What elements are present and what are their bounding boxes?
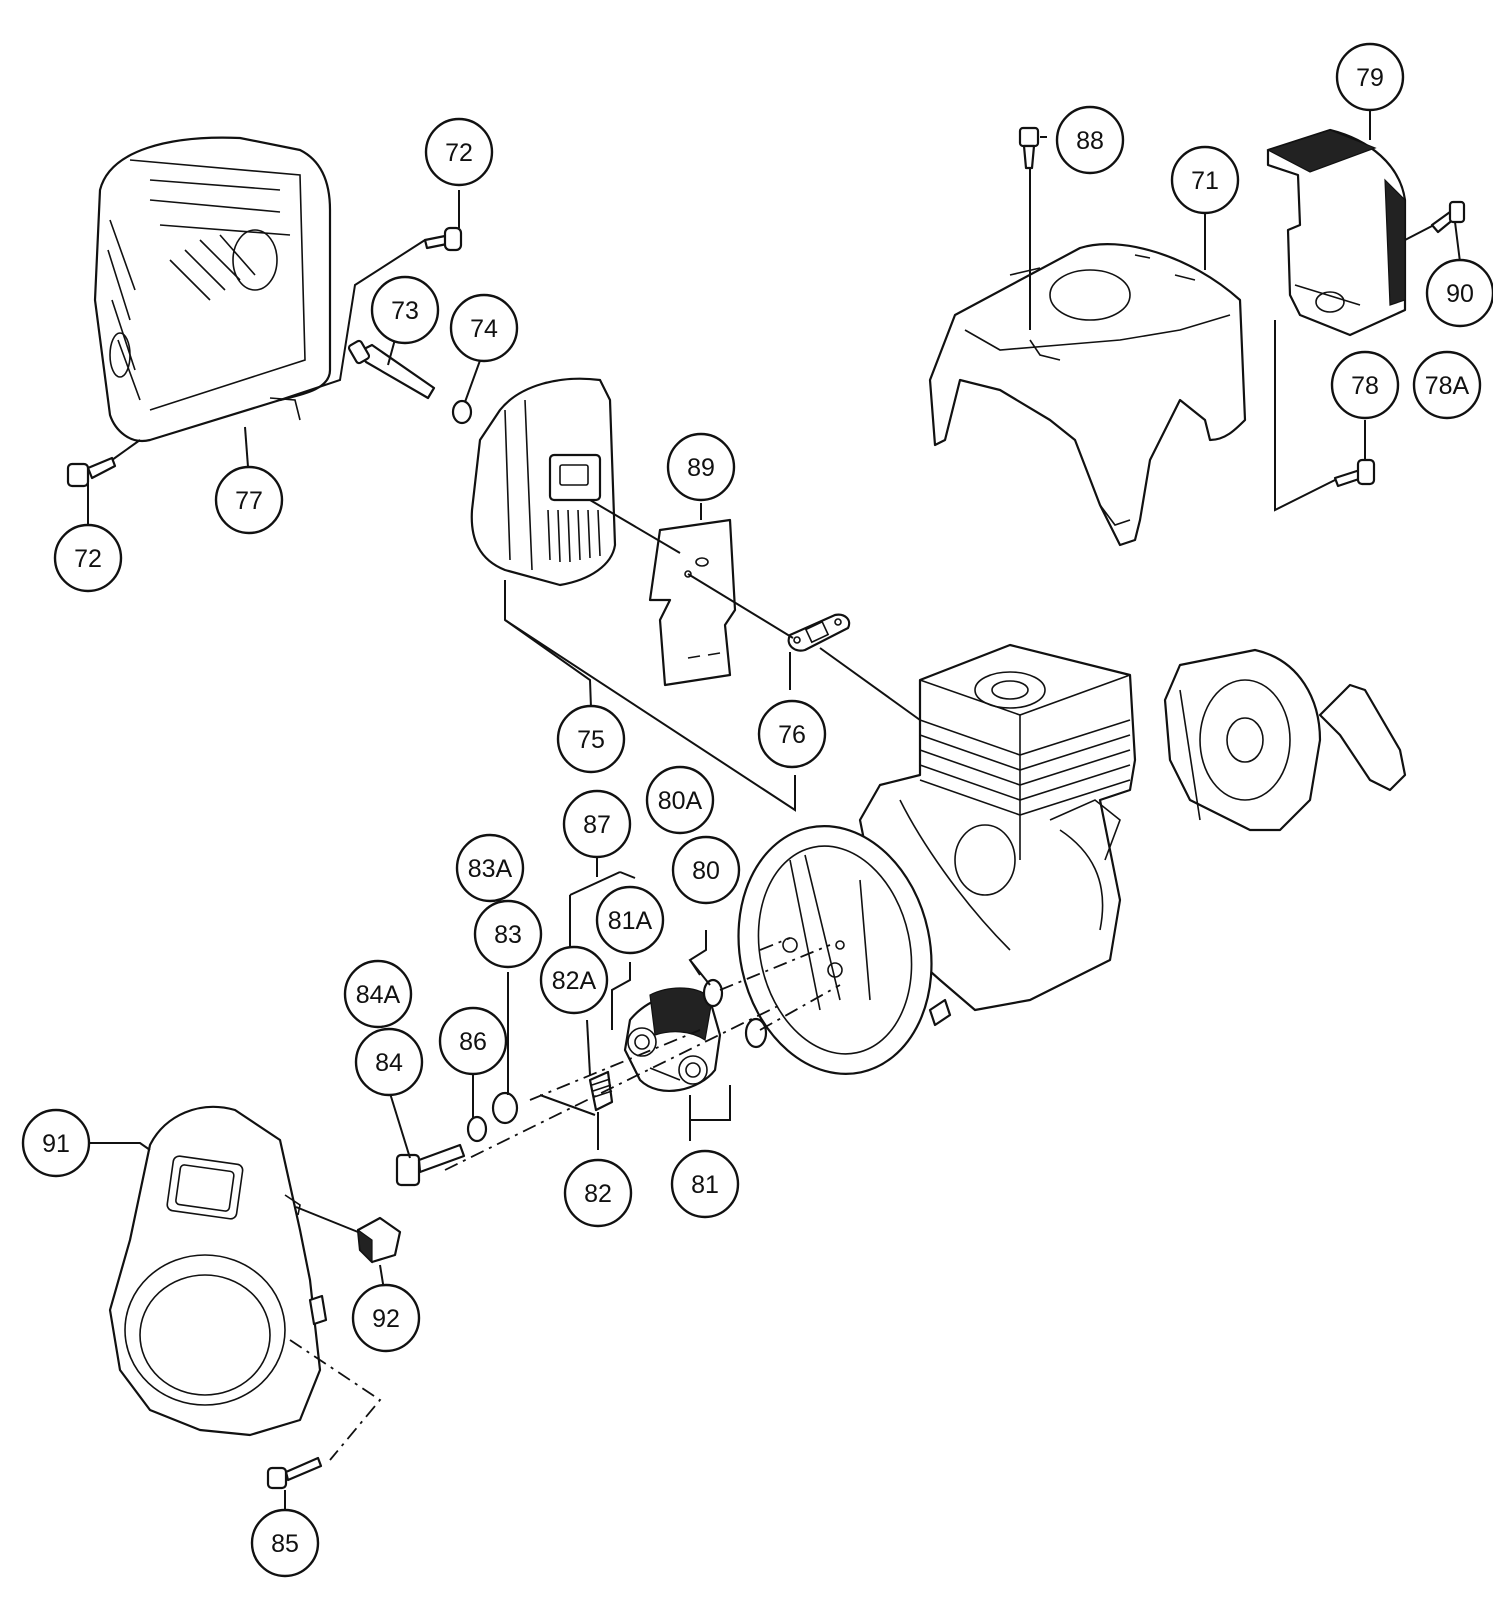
- svg-text:72: 72: [74, 545, 102, 573]
- svg-text:92: 92: [372, 1305, 400, 1333]
- callout-84A: 84A: [343, 959, 413, 1029]
- assembly-axis-lines: [289, 937, 841, 1461]
- callout-81: 81: [670, 1149, 740, 1219]
- part-88-screw: [1018, 126, 1040, 170]
- callout-92: 92: [351, 1283, 421, 1353]
- callout-82: 82: [563, 1158, 633, 1228]
- part-72-screw-upper: [423, 226, 463, 252]
- part-71-top-cover: [928, 243, 1247, 547]
- callout-71: 71: [1170, 145, 1240, 215]
- callout-74: 74: [449, 293, 519, 363]
- svg-text:71: 71: [1191, 167, 1219, 195]
- part-80-washer-2: [744, 1017, 768, 1049]
- svg-text:90: 90: [1446, 280, 1474, 308]
- recoil-starter: [1163, 648, 1407, 832]
- svg-text:83A: 83A: [468, 855, 513, 883]
- svg-text:76: 76: [778, 721, 806, 749]
- svg-text:72: 72: [445, 139, 473, 167]
- svg-text:85: 85: [271, 1530, 299, 1558]
- svg-text:89: 89: [687, 454, 715, 482]
- callout-75: 75: [556, 704, 626, 774]
- part-81-clutch: [623, 987, 722, 1092]
- part-78-screw: [1333, 458, 1376, 488]
- part-82-stud: [588, 1070, 614, 1112]
- svg-text:80: 80: [692, 857, 720, 885]
- svg-text:88: 88: [1076, 127, 1104, 155]
- part-79-side-cover: [1266, 128, 1407, 337]
- part-77-muffler-cover: [93, 136, 332, 443]
- part-73-bolt: [347, 339, 436, 400]
- part-75-muffler: [470, 377, 617, 587]
- callout-82A: 82A: [539, 945, 609, 1015]
- svg-text:84: 84: [375, 1049, 403, 1077]
- svg-text:82A: 82A: [552, 967, 597, 995]
- callout-90: 90: [1425, 258, 1493, 328]
- svg-text:78: 78: [1351, 372, 1379, 400]
- callout-77: 77: [214, 465, 284, 535]
- svg-text:84A: 84A: [356, 981, 401, 1009]
- part-72-screw-lower: [66, 456, 117, 488]
- callout-76: 76: [757, 699, 827, 769]
- svg-text:87: 87: [583, 811, 611, 839]
- callout-85: 85: [250, 1508, 320, 1578]
- engine-cylinder-crankcase: [858, 643, 1137, 1012]
- callout-83: 83: [473, 899, 543, 969]
- svg-text:79: 79: [1356, 64, 1384, 92]
- svg-text:83: 83: [494, 921, 522, 949]
- callout-79: 79: [1335, 42, 1405, 112]
- callout-81A: 81A: [595, 885, 665, 955]
- svg-text:74: 74: [470, 315, 498, 343]
- svg-text:81A: 81A: [608, 907, 653, 935]
- svg-text:82: 82: [584, 1180, 612, 1208]
- callout-86: 86: [438, 1006, 508, 1076]
- svg-text:73: 73: [391, 297, 419, 325]
- svg-text:78A: 78A: [1425, 372, 1470, 400]
- callout-72-lower: 72: [53, 523, 123, 593]
- part-76-gasket: [787, 613, 851, 652]
- callout-80: 80: [671, 835, 741, 905]
- callout-78: 78: [1330, 350, 1400, 420]
- svg-text:77: 77: [235, 487, 263, 515]
- svg-text:81: 81: [691, 1171, 719, 1199]
- flywheel: [737, 825, 952, 1075]
- leader-lines: [87, 110, 1461, 1510]
- part-91-fan-cover: [108, 1105, 328, 1437]
- part-90-screw: [1430, 200, 1466, 234]
- callout-73: 73: [370, 275, 440, 345]
- svg-text:75: 75: [577, 726, 605, 754]
- callout-83A: 83A: [455, 833, 525, 903]
- svg-text:91: 91: [42, 1130, 70, 1158]
- part-85-screw: [266, 1456, 323, 1490]
- part-84-bolt: [395, 1143, 466, 1187]
- callout-91: 91: [21, 1108, 91, 1178]
- callout-80A: 80A: [645, 765, 715, 835]
- callout-87: 87: [562, 789, 632, 859]
- callout-88: 88: [1055, 105, 1125, 175]
- part-80-washer-1: [702, 978, 724, 1008]
- part-83-washer: [491, 1091, 519, 1125]
- part-92-nut: [356, 1216, 402, 1264]
- callout-72-upper: 72: [424, 117, 494, 187]
- callout-84: 84: [354, 1027, 424, 1097]
- callout-89: 89: [666, 432, 736, 502]
- part-74-washer: [451, 399, 473, 425]
- part-89-heat-shield: [648, 518, 737, 687]
- callout-78A: 78A: [1412, 350, 1482, 420]
- part-86-washer: [466, 1115, 488, 1143]
- svg-text:86: 86: [459, 1028, 487, 1056]
- svg-text:80A: 80A: [658, 787, 703, 815]
